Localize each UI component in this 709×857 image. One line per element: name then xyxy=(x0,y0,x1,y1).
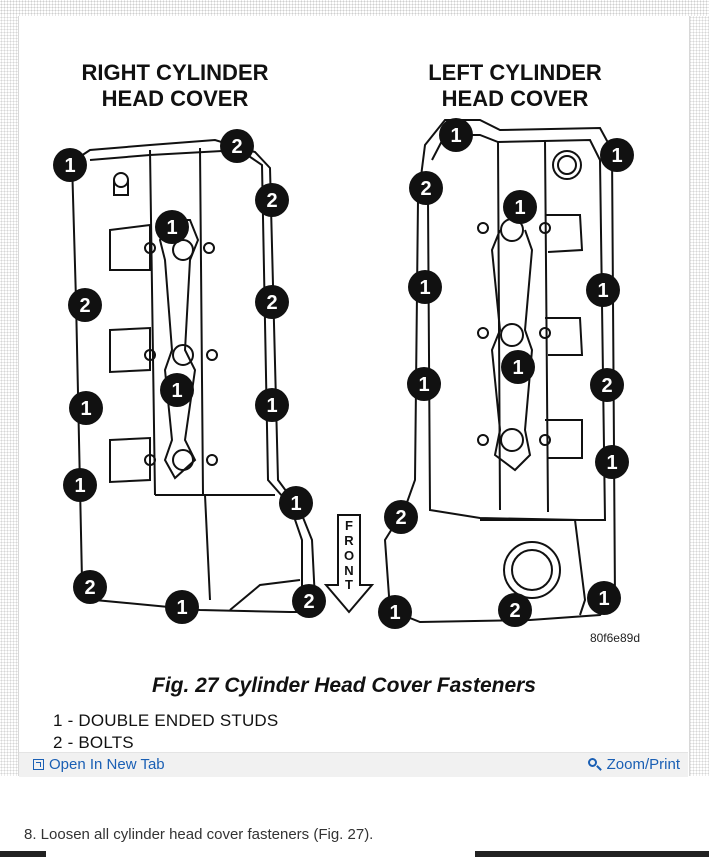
left-callout-label: 1 xyxy=(611,145,622,167)
callouts-right: 1 2 2 1 2 2 1 1 1 1 1 2 1 2 xyxy=(53,129,326,624)
zoom-icon xyxy=(587,757,602,772)
right-callout-label: 2 xyxy=(231,136,242,158)
right-callout-circle xyxy=(279,486,313,520)
left-callout-circle xyxy=(586,273,620,307)
left-callout-label: 2 xyxy=(420,178,431,200)
left-callout-circle xyxy=(378,595,412,629)
open-in-new-tab-label: Open In New Tab xyxy=(49,756,165,773)
open-new-tab-icon xyxy=(33,759,44,770)
left-callout-label: 1 xyxy=(512,357,523,379)
left-callout-circle xyxy=(600,138,634,172)
left-callout-label: 2 xyxy=(395,507,406,529)
front-arrow xyxy=(323,514,375,614)
right-callout-label: 2 xyxy=(79,295,90,317)
left-callout-label: 2 xyxy=(601,375,612,397)
figure-card xyxy=(18,16,690,776)
left-callout-label: 1 xyxy=(418,374,429,396)
left-callout-label: 1 xyxy=(514,197,525,219)
left-callout-label: 1 xyxy=(389,602,400,624)
left-cover-label-1: LEFT CYLINDER xyxy=(428,60,602,85)
left-callout-label: 1 xyxy=(419,277,430,299)
right-callout-circle xyxy=(53,148,87,182)
left-callout-circle xyxy=(590,368,624,402)
right-callout-label: 1 xyxy=(64,155,75,177)
right-callout-label: 2 xyxy=(84,577,95,599)
step-instruction: 8. Loosen all cylinder head cover fasten… xyxy=(24,826,374,843)
left-callout-circle xyxy=(498,593,532,627)
right-callout-label: 1 xyxy=(171,380,182,402)
right-callout-circle xyxy=(165,590,199,624)
bottom-bar-right xyxy=(475,851,709,857)
right-callout-label: 1 xyxy=(176,597,187,619)
right-callout-label: 2 xyxy=(266,292,277,314)
front-text: F R O N T xyxy=(344,518,354,592)
left-callout-circle xyxy=(587,581,621,615)
legend-item-bolts: 2 - BOLTS xyxy=(53,733,134,752)
right-callout-circle xyxy=(160,373,194,407)
right-callout-circle xyxy=(220,129,254,163)
image-code: 80f6e89d xyxy=(590,631,640,645)
svg-text:T: T xyxy=(345,577,353,592)
right-callout-label: 1 xyxy=(290,493,301,515)
left-callout-circle xyxy=(407,367,441,401)
right-head-cover xyxy=(70,138,317,613)
right-callout-circle xyxy=(255,285,289,319)
callouts-left: 1 2 1 1 1 1 1 1 2 1 2 1 2 1 xyxy=(378,118,634,629)
right-callout-label: 2 xyxy=(266,190,277,212)
figure-toolbar: Open In New Tab Zoom/Print xyxy=(19,752,688,777)
open-in-new-tab-link[interactable]: Open In New Tab xyxy=(33,756,165,773)
right-callout-label: 1 xyxy=(166,217,177,239)
legend-item-studs: 1 - DOUBLE ENDED STUDS xyxy=(53,711,279,730)
left-head-cover xyxy=(383,119,617,624)
left-callout-circle xyxy=(439,118,473,152)
right-callout-circle xyxy=(69,391,103,425)
right-callout-label: 2 xyxy=(303,591,314,613)
right-callout-circle xyxy=(255,388,289,422)
figure-title: Fig. 27 Cylinder Head Cover Fasteners xyxy=(152,674,536,697)
right-callout-circle xyxy=(68,288,102,322)
right-callout-label: 1 xyxy=(74,475,85,497)
left-callout-circle xyxy=(595,445,629,479)
top-border-pattern xyxy=(0,0,709,16)
left-callout-label: 1 xyxy=(598,588,609,610)
svg-text:N: N xyxy=(344,563,353,578)
bottom-bar-left xyxy=(0,851,46,857)
right-callout-label: 1 xyxy=(80,398,91,420)
left-callout-circle xyxy=(408,270,442,304)
left-border-pattern xyxy=(0,16,18,776)
left-cover-label-2: HEAD COVER xyxy=(442,86,589,111)
right-callout-circle xyxy=(255,183,289,217)
right-callout-circle xyxy=(292,584,326,618)
left-callout-circle xyxy=(384,500,418,534)
zoom-print-label: Zoom/Print xyxy=(606,756,680,773)
left-callout-label: 2 xyxy=(509,600,520,622)
left-callout-circle xyxy=(503,190,537,224)
right-callout-label: 1 xyxy=(266,395,277,417)
svg-text:R: R xyxy=(344,533,354,548)
cylinder-head-diagram: RIGHT CYLINDER HEAD COVER LEFT CYLINDER … xyxy=(53,60,640,645)
right-cover-label-2: HEAD COVER xyxy=(102,86,249,111)
svg-text:F: F xyxy=(345,518,353,533)
right-callout-circle xyxy=(155,210,189,244)
right-callout-circle xyxy=(73,570,107,604)
right-cover-label-1: RIGHT CYLINDER xyxy=(82,60,269,85)
svg-text:O: O xyxy=(344,548,354,563)
left-callout-circle xyxy=(501,350,535,384)
left-callout-circle xyxy=(409,171,443,205)
right-border-pattern xyxy=(689,16,709,776)
left-callout-label: 1 xyxy=(450,125,461,147)
zoom-print-link[interactable]: Zoom/Print xyxy=(587,756,680,773)
right-callout-circle xyxy=(63,468,97,502)
left-callout-label: 1 xyxy=(606,452,617,474)
left-callout-label: 1 xyxy=(597,280,608,302)
